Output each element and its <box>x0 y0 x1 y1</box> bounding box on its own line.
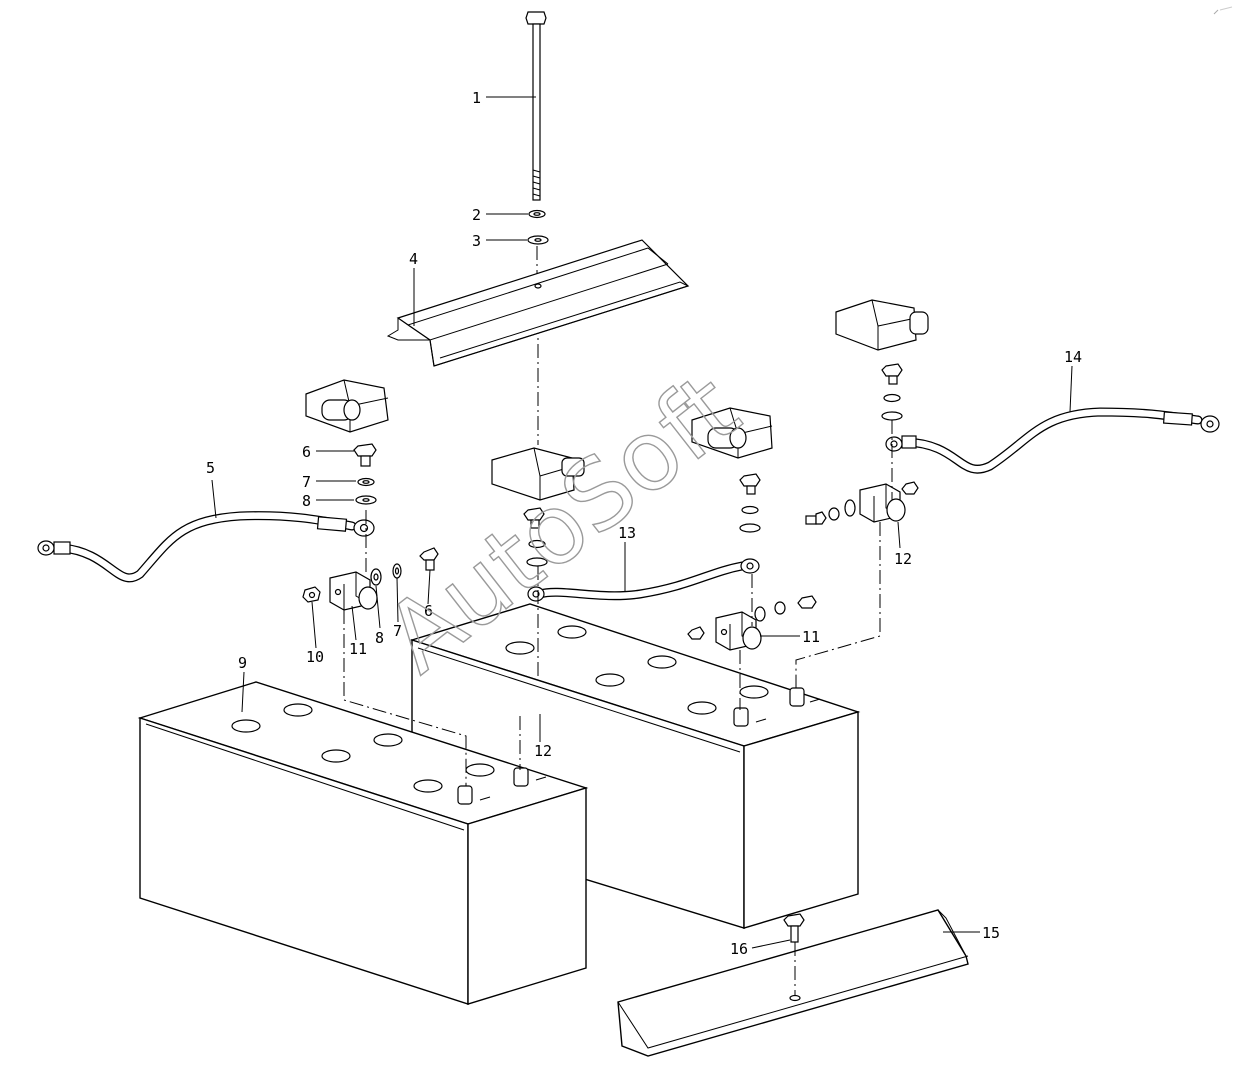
assembly-centerlines <box>343 420 893 995</box>
terminal-cover-right <box>835 299 929 351</box>
part-14-cable <box>885 407 1220 474</box>
part-9-battery <box>137 681 589 1005</box>
battery-right <box>409 603 861 929</box>
center-bolt-stack <box>523 507 548 567</box>
part-7-washer-left <box>357 477 375 487</box>
terminal-cover-center <box>491 447 585 501</box>
callout-9: 9 <box>238 654 247 672</box>
callout-12-center: 12 <box>534 742 552 760</box>
part-13-cable <box>527 558 760 602</box>
callout-16: 16 <box>730 940 748 958</box>
callout-2: 2 <box>472 206 481 224</box>
right-mid-bolt-stack <box>739 473 761 533</box>
part-6-bolt-lower <box>419 547 439 571</box>
right-side-hardware <box>805 481 919 525</box>
callout-8-lower: 8 <box>375 629 384 647</box>
callout-4: 4 <box>409 250 418 268</box>
callout-6-upper: 6 <box>302 443 311 461</box>
callout-10: 10 <box>306 648 324 666</box>
right-bolt-stack <box>881 363 903 421</box>
battery-right-caps <box>505 625 769 715</box>
part-8-washer-lower <box>370 568 382 586</box>
terminal-cover-right-mid <box>691 407 773 459</box>
part-10-nut <box>302 586 321 603</box>
callout-3: 3 <box>472 232 481 250</box>
part-3-washer <box>527 235 549 245</box>
callout-1: 1 <box>472 89 481 107</box>
leader-lines <box>211 96 1073 949</box>
callout-labels: 1 2 3 4 5 6 7 8 6 7 8 9 10 11 11 12 12 1… <box>206 89 1082 958</box>
callout-6-lower: 6 <box>424 602 433 620</box>
callout-13: 13 <box>618 524 636 542</box>
callout-15: 15 <box>982 924 1000 942</box>
callout-8-upper: 8 <box>302 492 311 510</box>
part-5-cable <box>37 511 375 583</box>
callout-11-mid: 11 <box>802 628 820 646</box>
callout-14: 14 <box>1064 348 1082 366</box>
battery-9-caps <box>231 703 495 793</box>
corner-mark <box>1213 6 1233 15</box>
callout-12-right: 12 <box>894 550 912 568</box>
part-2-washer <box>528 209 546 219</box>
callout-11-left: 11 <box>349 640 367 658</box>
part-16-bolt <box>783 913 805 943</box>
callout-7-upper: 7 <box>302 473 311 491</box>
part-1-long-bolt <box>525 11 547 201</box>
part-6-bolt-left <box>353 443 377 467</box>
part-12-clamp-right <box>859 483 906 523</box>
part-4-channel-bracket <box>386 239 690 367</box>
callout-5: 5 <box>206 459 215 477</box>
part-15-hold-down-bracket <box>617 909 969 1057</box>
callout-7-lower: 7 <box>393 622 402 640</box>
part-11-clamp-mid <box>715 611 762 651</box>
part-7-washer-lower <box>392 563 402 579</box>
part-8-washer-left <box>355 495 377 505</box>
terminal-cover-left <box>305 379 389 433</box>
